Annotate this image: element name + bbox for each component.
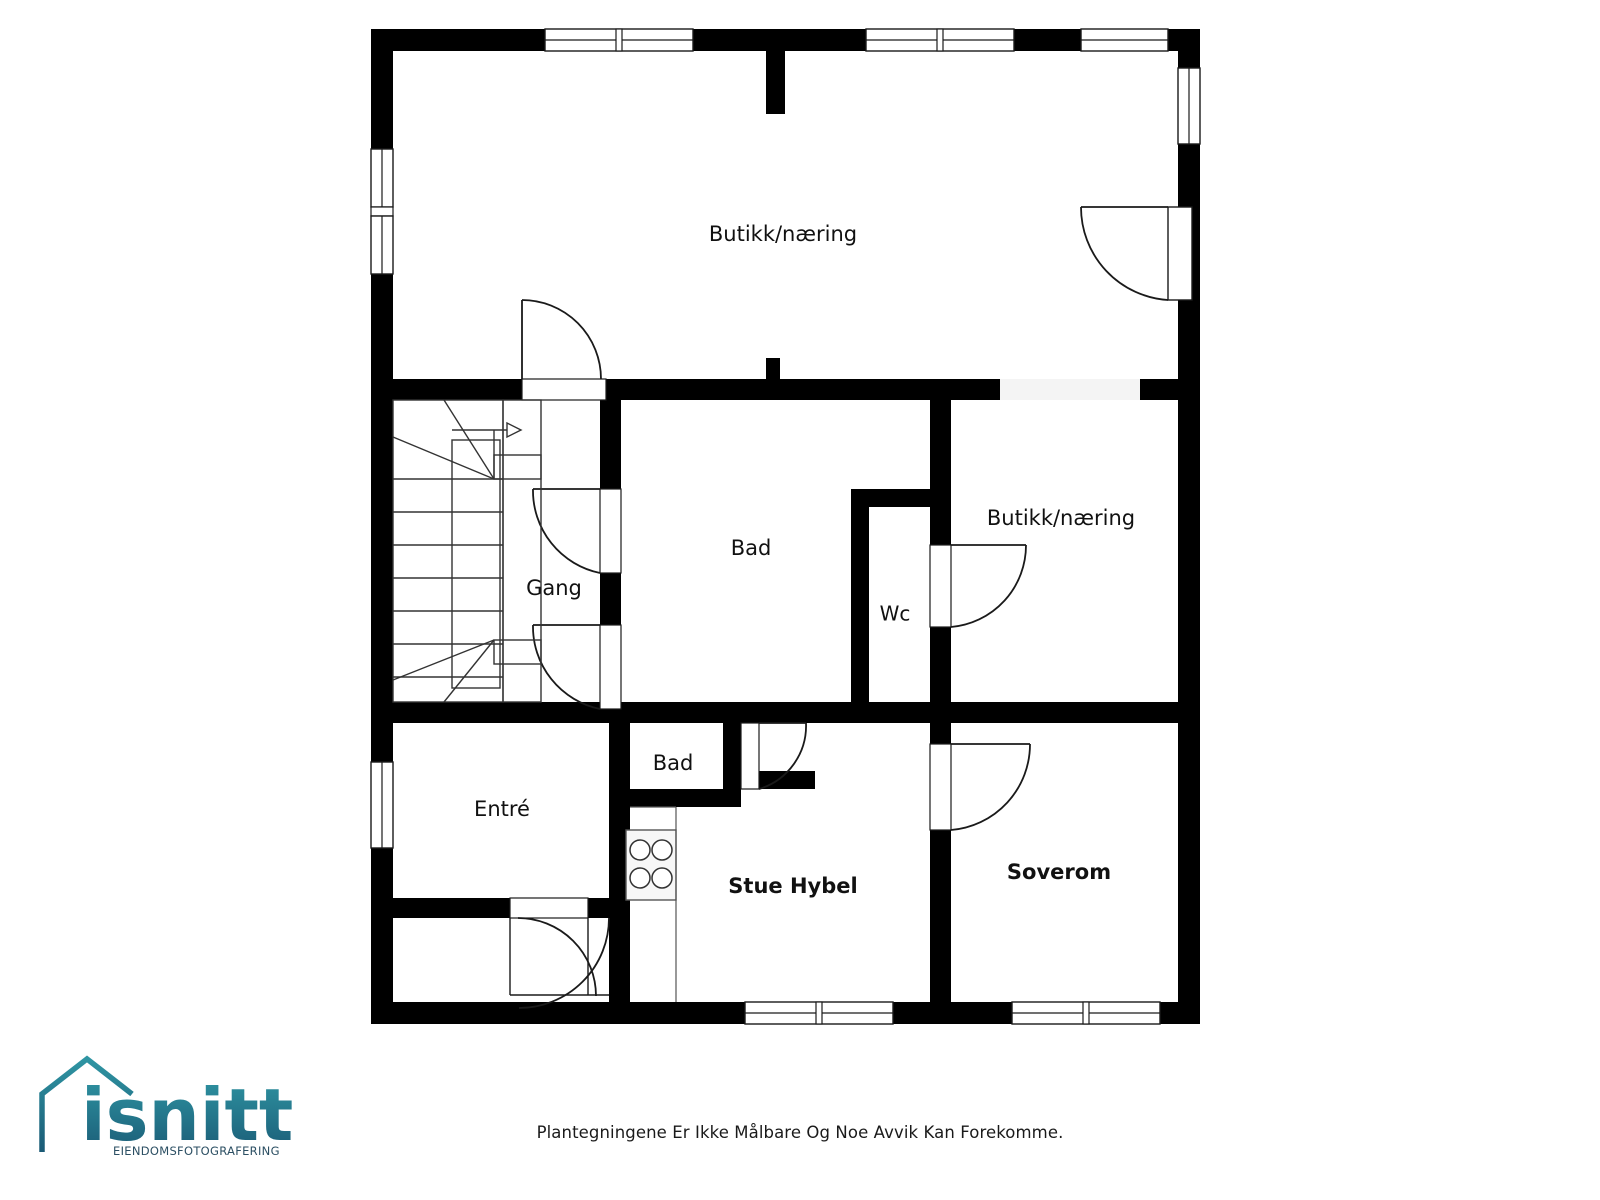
door-entrance-outer xyxy=(509,897,609,997)
door-butikk1-right xyxy=(1080,206,1193,301)
door-wc xyxy=(929,544,1027,628)
door-gang-bad xyxy=(532,488,622,574)
wall-wc-top xyxy=(851,489,951,507)
wall-entre-stue-vertical xyxy=(609,723,630,1024)
window-top-left xyxy=(544,28,694,52)
door-entrance-inner xyxy=(518,917,610,1009)
room-label-soverom: Soverom xyxy=(1007,860,1111,884)
wall-lower-horizontal-center xyxy=(621,702,931,723)
room-label-butikk-naering-1: Butikk/næring xyxy=(709,222,857,246)
room-label-bad-2: Bad xyxy=(653,751,694,775)
logo-brand-text: isnitt xyxy=(81,1073,293,1157)
wall-mid-horizontal-left xyxy=(393,379,530,400)
window-top-right xyxy=(1080,28,1169,52)
window-bottom-left xyxy=(744,1001,894,1025)
room-label-stue-hybel: Stue Hybel xyxy=(728,874,857,898)
door-gang-top xyxy=(521,299,607,401)
wall-mid-horizontal-right xyxy=(1140,379,1180,400)
door-gang-lower xyxy=(532,624,622,710)
wall-mid-horizontal-center xyxy=(600,379,1000,400)
window-top-middle xyxy=(865,28,1015,52)
wall-mid-post xyxy=(766,358,780,380)
window-bottom-right xyxy=(1011,1001,1161,1025)
door-soverom xyxy=(929,743,1031,831)
doors-group xyxy=(509,206,1193,1009)
wall-bad2-right xyxy=(723,723,741,807)
windows-group xyxy=(370,28,1201,1025)
room-label-wc: Wc xyxy=(880,602,911,626)
logo-svg: isnitt EIENDOMSFOTOGRAFERING xyxy=(39,1055,293,1158)
wall-wc-left xyxy=(851,489,869,710)
logo-tagline-text: EIENDOMSFOTOGRAFERING xyxy=(113,1144,280,1158)
wall-bad2-bottom xyxy=(630,789,741,807)
window-right-upper xyxy=(1177,67,1201,145)
door-bad2 xyxy=(740,722,807,790)
wall-opening-mid-right xyxy=(1000,379,1140,400)
wall-entre-bottom-b xyxy=(588,898,610,918)
room-label-gang: Gang xyxy=(526,576,582,600)
wall-exterior-right xyxy=(1178,29,1200,1024)
house-outline-icon xyxy=(39,1055,134,1152)
company-logo: isnitt EIENDOMSFOTOGRAFERING xyxy=(33,1048,293,1160)
room-labels-group: Butikk/næring Butikk/næring Bad Wc Gang … xyxy=(474,222,1135,898)
fixtures-group xyxy=(625,806,677,1002)
wall-top-divider xyxy=(766,29,785,114)
stove-cooktop-icon xyxy=(625,829,677,901)
wall-entre-bottom xyxy=(393,898,510,918)
wall-lower-horizontal-right xyxy=(931,702,1180,723)
staircase xyxy=(392,399,542,703)
disclaimer-caption: Plantegningene Er Ikke Målbare Og Noe Av… xyxy=(536,1123,1064,1142)
window-left-upper xyxy=(370,148,394,275)
wall-exterior-left-lower xyxy=(371,918,393,1024)
room-label-entre: Entré xyxy=(474,797,530,821)
wall-exterior-top xyxy=(371,29,1200,51)
room-label-bad-1: Bad xyxy=(731,536,772,560)
wall-lower-horizontal-left xyxy=(393,702,621,723)
window-left-lower xyxy=(370,761,394,849)
room-label-butikk-naering-2: Butikk/næring xyxy=(987,506,1135,530)
